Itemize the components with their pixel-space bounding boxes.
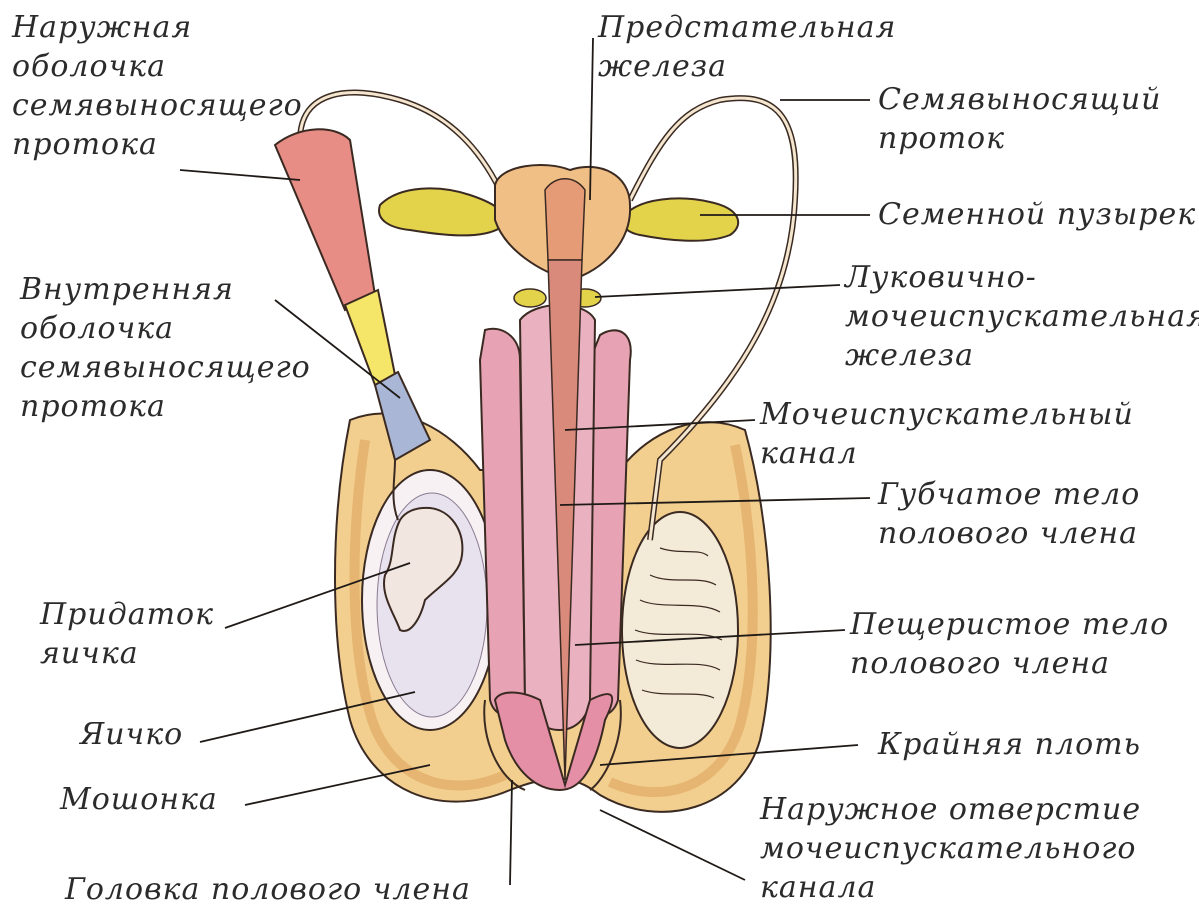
label-testis: Яичко bbox=[80, 715, 183, 754]
inner-sheath-yellow bbox=[345, 290, 395, 385]
label-scrotum: Мошонка bbox=[60, 780, 218, 819]
label-glans: Головка полового члена bbox=[65, 870, 471, 909]
label-foreskin: Крайняя плоть bbox=[878, 725, 1141, 764]
right-testis-shape bbox=[622, 512, 738, 748]
seminal-vesicle-right bbox=[623, 198, 738, 240]
label-seminal-vesicle: Семенной пузырек bbox=[878, 195, 1196, 234]
bulbourethral-gland-left bbox=[514, 289, 546, 307]
seminal-vesicle-left bbox=[379, 188, 504, 235]
